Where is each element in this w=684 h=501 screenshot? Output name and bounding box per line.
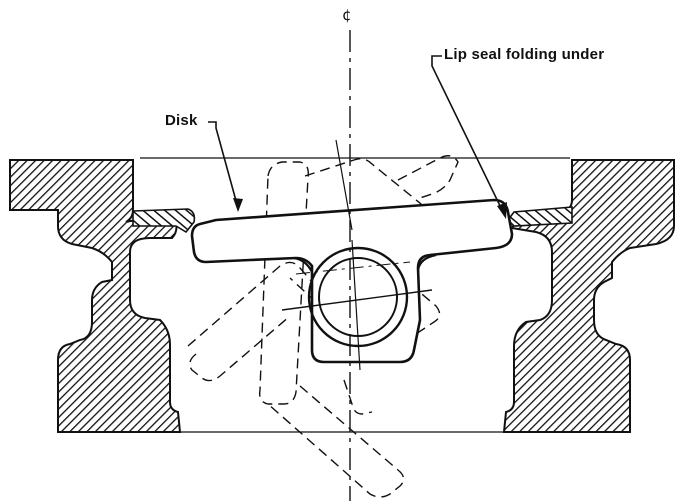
disk-leader (208, 121, 239, 209)
disk-label: Disk (165, 112, 198, 129)
lip-seal-label: Lip seal folding under (444, 46, 605, 63)
left-housing (9, 159, 182, 433)
right-housing (502, 159, 675, 433)
right-lip-seal (506, 206, 573, 227)
lip-seal-leader (431, 55, 505, 215)
disk-axis-line (281, 289, 433, 311)
centerline-label: ¢ (342, 6, 352, 24)
left-lip-seal (132, 208, 196, 234)
disk (190, 198, 514, 364)
